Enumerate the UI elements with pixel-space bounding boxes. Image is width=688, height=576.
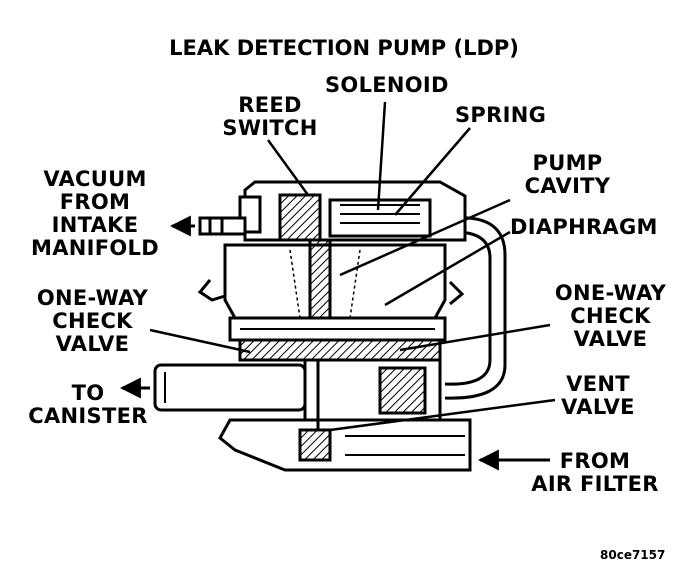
label-solenoid: SOLENOID: [325, 73, 449, 97]
label-from-air-filter: FROM AIR FILTER: [531, 449, 659, 496]
label-pump-cavity: PUMP CAVITY: [524, 151, 611, 198]
diaphragm-band: [228, 316, 447, 362]
vacuum-port: [198, 216, 247, 236]
leader-lines: [149, 101, 556, 432]
label-one-way-check-valve-right: ONE-WAY CHECK VALVE: [554, 281, 667, 351]
vent-housing: [218, 360, 472, 472]
pump-body: [197, 238, 465, 337]
label-to-canister: TO CANISTER: [28, 381, 148, 428]
lower-body: [153, 358, 442, 422]
label-one-way-check-valve-left: ONE-WAY CHECK VALVE: [36, 286, 149, 356]
label-vacuum-from-intake-manifold: VACUUM FROM INTAKE MANIFOLD: [31, 167, 159, 260]
solenoid-housing: [238, 180, 467, 242]
label-reed-switch: REED SWITCH: [222, 93, 318, 140]
flow-arrows: [119, 215, 550, 471]
figure-code: 80ce7157: [600, 548, 666, 562]
label-spring: SPRING: [455, 103, 547, 127]
external-hose: [444, 216, 507, 400]
label-vent-valve: VENT VALVE: [561, 372, 635, 419]
diagram-title: LEAK DETECTION PUMP (LDP): [169, 36, 519, 60]
label-diaphragm: DIAPHRAGM: [510, 215, 658, 239]
